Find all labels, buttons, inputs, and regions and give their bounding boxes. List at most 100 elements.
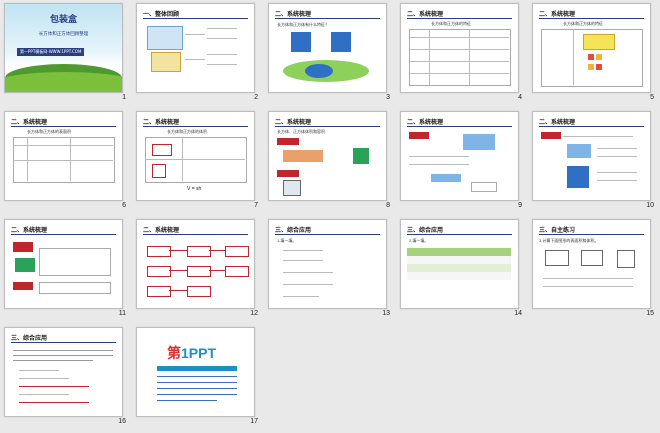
cuboid-shape bbox=[545, 250, 569, 266]
flow-box bbox=[225, 266, 249, 277]
table-header-row bbox=[407, 248, 511, 256]
slide-number: 17 bbox=[250, 418, 258, 425]
label-tag bbox=[13, 282, 33, 290]
cuboid-shape bbox=[291, 32, 311, 52]
table-row bbox=[407, 256, 511, 264]
slide-thumbnail-10[interactable]: 二、系统梳理 10 bbox=[528, 108, 660, 209]
slide-header: 二、系统梳理 bbox=[407, 12, 444, 18]
slide-body: 长方体和正方体的体积 bbox=[167, 129, 207, 134]
diagram-box bbox=[147, 26, 183, 50]
slide-thumbnail-13[interactable]: 三、综合应用 1.填一填。 13 bbox=[264, 216, 396, 317]
feature-table bbox=[409, 29, 511, 86]
cube-illustration bbox=[15, 258, 35, 272]
slide-body: 3.计算下面图形的表面积和体积。 bbox=[539, 238, 599, 243]
slide-title: 包装盒 bbox=[49, 15, 77, 25]
slide-number: 2 bbox=[254, 94, 258, 101]
slide-number: 15 bbox=[646, 310, 654, 317]
slide-header: 二、系统梳理 bbox=[143, 228, 180, 234]
cuboid-shape bbox=[431, 174, 461, 182]
slide-body: 长方体和正方体的特征 bbox=[563, 21, 603, 26]
slide-header: 二、系统梳理 bbox=[275, 12, 312, 18]
slide-number: 8 bbox=[386, 202, 390, 209]
slide-thumbnail-7[interactable]: 二、系统梳理 长方体和正方体的体积 V = sh 7 bbox=[132, 108, 264, 209]
slide-number: 5 bbox=[650, 94, 654, 101]
flow-box bbox=[147, 286, 171, 297]
flow-box bbox=[147, 246, 171, 257]
slide-number: 1 bbox=[122, 94, 126, 101]
slide-preview: 二、系统梳理 长方体和正方体的特征 bbox=[532, 3, 651, 93]
cuboid-shape bbox=[152, 144, 172, 156]
slide-number: 13 bbox=[382, 310, 390, 317]
net-shape bbox=[588, 54, 594, 60]
slide-thumbnail-8[interactable]: 二、系统梳理 长方体、正方体体积和容积 8 bbox=[264, 108, 396, 209]
slide-thumbnail-14[interactable]: 三、综合应用 2.填一填。 14 bbox=[396, 216, 528, 317]
box-illustration bbox=[283, 150, 323, 162]
slide-body: 长方体和正方体的特征 bbox=[431, 21, 471, 26]
label-tag bbox=[541, 132, 561, 139]
slide-thumbnail-12[interactable]: 二、系统梳理 12 bbox=[132, 216, 264, 317]
note-box bbox=[39, 248, 111, 276]
slide-preview: 二、系统梳理 bbox=[400, 111, 519, 201]
slide-number: 4 bbox=[518, 94, 522, 101]
label-tag bbox=[409, 132, 429, 139]
cube-shape bbox=[331, 32, 351, 52]
feature-table bbox=[541, 29, 643, 87]
slide-preview: 二、系统梳理 长方体和正方体的表面积 bbox=[4, 111, 123, 201]
cuboid-shape bbox=[567, 144, 591, 158]
slide-number: 3 bbox=[386, 94, 390, 101]
slide-preview: 三、综合应用 1.填一填。 bbox=[268, 219, 387, 309]
slide-header: 三、自主练习 bbox=[539, 228, 576, 234]
cube-shape bbox=[152, 164, 166, 178]
slide-header: 二、系统梳理 bbox=[275, 120, 312, 126]
slide-thumbnail-9[interactable]: 二、系统梳理 9 bbox=[396, 108, 528, 209]
slide-header: 三、综合应用 bbox=[275, 228, 312, 234]
flow-box bbox=[225, 246, 249, 257]
slide-header: 二、系统梳理 bbox=[407, 120, 444, 126]
label-tag bbox=[13, 242, 33, 252]
diagram-box bbox=[151, 52, 181, 72]
slide-preview: 包装盒 长方体和正方体回顾整理 第一PPT模板网-WWW.1PPT.COM bbox=[4, 3, 123, 93]
slide-number: 7 bbox=[254, 202, 258, 209]
flow-box bbox=[187, 266, 211, 277]
slide-header: 二、系统梳理 bbox=[539, 12, 576, 18]
slide-thumbnail-15[interactable]: 三、自主练习 3.计算下面图形的表面积和体积。 15 bbox=[528, 216, 660, 317]
slide-preview: 二、系统梳理 长方体、正方体体积和容积 bbox=[268, 111, 387, 201]
ppt-logo: 第1PPT bbox=[167, 345, 217, 361]
slide-thumbnail-1[interactable]: 包装盒 长方体和正方体回顾整理 第一PPT模板网-WWW.1PPT.COM 1 bbox=[0, 0, 132, 101]
slide-body: 长方体、正方体体积和容积 bbox=[277, 129, 325, 134]
slide-thumbnail-11[interactable]: 二、系统梳理 11 bbox=[0, 216, 132, 317]
slide-thumbnail-6[interactable]: 二、系统梳理 长方体和正方体的表面积 6 bbox=[0, 108, 132, 209]
slide-header: 二、系统梳理 bbox=[11, 120, 48, 126]
slide-number: 12 bbox=[250, 310, 258, 317]
slide-thumbnail-17[interactable]: 第1PPT 17 bbox=[132, 324, 264, 425]
label-tag bbox=[277, 138, 299, 145]
net-shape bbox=[596, 54, 602, 60]
slide-preview: 三、综合应用 bbox=[4, 327, 123, 417]
flow-box bbox=[187, 286, 211, 297]
net-shape bbox=[588, 64, 594, 70]
slide-header: 三、综合应用 bbox=[11, 336, 48, 342]
slide-thumbnail-2[interactable]: 一、整体回顾 2 bbox=[132, 0, 264, 101]
cube-shape bbox=[567, 166, 589, 188]
slide-header: 三、综合应用 bbox=[407, 228, 444, 234]
slide-thumbnail-4[interactable]: 二、系统梳理 长方体和正方体的特征 4 bbox=[396, 0, 528, 101]
slide-number: 9 bbox=[518, 202, 522, 209]
slide-thumbnail-3[interactable]: 二、系统梳理 长方体和正方体有什么特征？ 3 bbox=[264, 0, 396, 101]
brand-label: 第一PPT模板网-WWW.1PPT.COM bbox=[17, 48, 85, 56]
net-shape bbox=[583, 34, 615, 50]
slide-thumbnail-16[interactable]: 三、综合应用 16 bbox=[0, 324, 132, 425]
slide-subtitle: 长方体和正方体回顾整理 bbox=[38, 32, 89, 37]
slide-number: 14 bbox=[514, 310, 522, 317]
net-shape bbox=[596, 64, 602, 70]
venn-inner bbox=[305, 64, 333, 78]
slide-number: 11 bbox=[118, 310, 126, 317]
slide-header: 二、系统梳理 bbox=[143, 120, 180, 126]
slide-body: 2.填一填。 bbox=[409, 238, 429, 243]
slide-preview: 二、系统梳理 bbox=[136, 219, 255, 309]
slide-thumbnail-5[interactable]: 二、系统梳理 长方体和正方体的特征 5 bbox=[528, 0, 660, 101]
cuboid-shape bbox=[463, 134, 495, 150]
answer-box bbox=[471, 182, 497, 192]
cube-shape bbox=[617, 250, 635, 268]
slide-preview: 二、系统梳理 长方体和正方体有什么特征？ bbox=[268, 3, 387, 93]
container-illustration bbox=[283, 180, 301, 196]
